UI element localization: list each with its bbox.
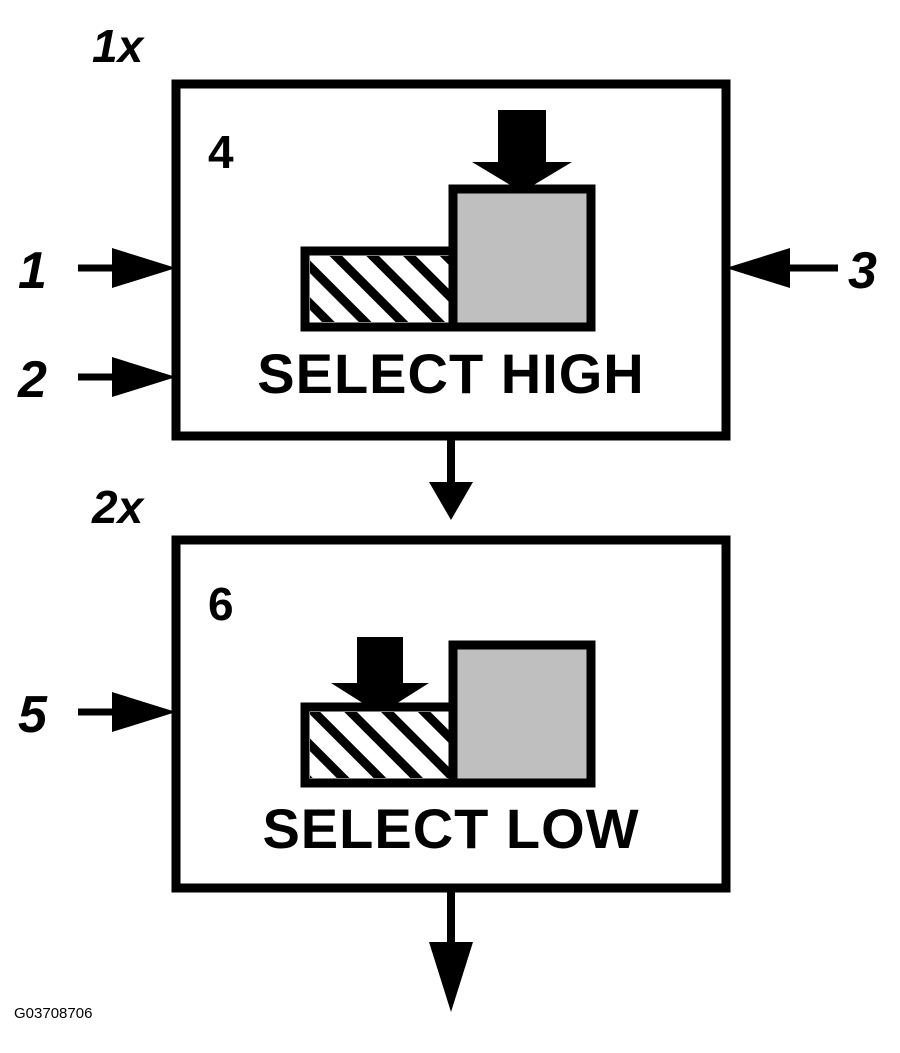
exit-arrow-icon [429, 888, 473, 1012]
callout-2-arrow-icon [78, 357, 176, 397]
callout-3-arrow-icon [726, 248, 838, 288]
figure-code-label: G03708706 [14, 1005, 92, 1022]
caption-select-high: SELECT HIGH [257, 342, 644, 405]
press-arrow-low-icon [331, 637, 429, 714]
step-number-6: 6 [208, 578, 234, 630]
callout-label-5: 5 [18, 686, 48, 744]
cycle-label-2x: 2x [91, 481, 146, 533]
callout-1-arrow-icon [78, 248, 176, 288]
tall-gray-block-high-view [448, 184, 596, 332]
hatched-block-fill-low [310, 712, 450, 778]
hatched-block-fill-high [310, 256, 450, 322]
tall-gray-block-low-view [448, 640, 596, 788]
step-number-4: 4 [208, 126, 234, 178]
callout-label-3: 3 [848, 242, 877, 300]
caption-select-low: SELECT LOW [262, 797, 639, 860]
callout-label-2: 2 [17, 351, 47, 409]
cycle-label-1x: 1x [92, 20, 146, 72]
press-arrow-high-icon [472, 110, 572, 192]
callout-5-arrow-icon [78, 692, 176, 732]
connector-arrow-between-boxes [429, 436, 473, 520]
callout-label-1: 1 [18, 242, 47, 300]
